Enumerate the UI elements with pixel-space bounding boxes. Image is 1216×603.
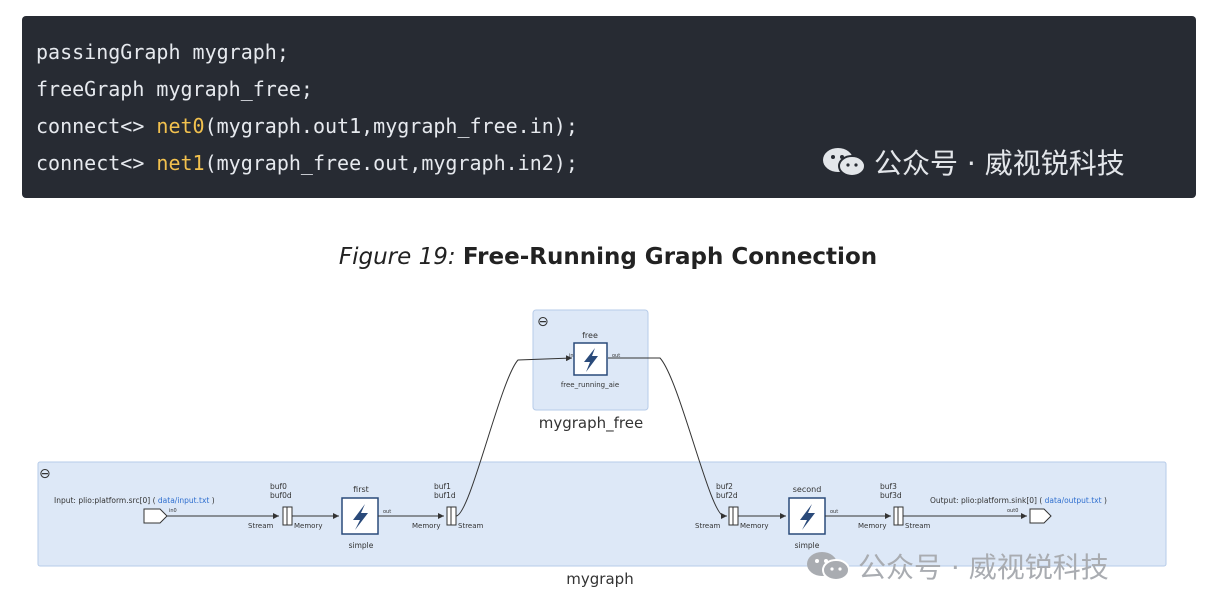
lightning-icon: [800, 504, 815, 530]
kernel-first-sub: simple: [349, 541, 374, 550]
kernel-second-title: second: [793, 485, 822, 494]
buffer-box[interactable]: [450, 506, 457, 526]
code-function: net0: [156, 114, 205, 138]
wechat-icon: [823, 148, 866, 177]
connection-net0: [455, 355, 573, 517]
input-port-label: in0: [169, 508, 177, 514]
buffer-name: buf2d: [716, 491, 738, 500]
code-line: connect<> net0(mygraph.out1,mygraph_free…: [36, 108, 578, 145]
stream-label: Stream: [248, 522, 274, 530]
free-kernel[interactable]: [573, 342, 608, 376]
code-line: freeGraph mygraph_free;: [36, 71, 578, 108]
code-text: freeGraph mygraph_free;: [36, 77, 313, 101]
code-text: connect<>: [36, 151, 157, 175]
code-text: (mygraph.out1,mygraph_free.in);: [204, 114, 578, 138]
kernel-first[interactable]: [341, 497, 379, 535]
figure-title: Free-Running Graph Connection: [462, 244, 878, 270]
memory-label: Memory: [294, 522, 322, 530]
code-text: (mygraph_free.out,mygraph.in2);: [204, 151, 578, 175]
buffer-name: buf3d: [880, 491, 902, 500]
out-port-label: out: [830, 509, 838, 515]
buffer-box[interactable]: [286, 506, 293, 526]
output-port-label: out0: [1007, 508, 1018, 514]
kernel-first-title: first: [353, 485, 369, 494]
output-port-shape[interactable]: [1029, 508, 1052, 524]
collapse-icon[interactable]: ⊖: [39, 466, 51, 482]
free-out-port: out: [612, 353, 620, 359]
buffer-name: buf0: [270, 482, 287, 491]
lightning-icon: [353, 504, 368, 530]
connection-net1: [608, 357, 727, 519]
buffer-name: buf3: [880, 482, 897, 491]
memory-label: Memory: [412, 522, 440, 530]
free-kernel-sub: free_running_aie: [561, 381, 619, 389]
buffer-box[interactable]: [732, 506, 739, 526]
code-function: net1: [156, 151, 205, 175]
memory-label: Memory: [740, 522, 768, 530]
free-kernel-title: free: [582, 331, 598, 340]
stream-label: Stream: [458, 522, 484, 530]
main-graph-box[interactable]: [37, 461, 1167, 567]
watermark: 公众号 · 威视锐科技: [804, 546, 1109, 586]
code-line: connect<> net1(mygraph_free.out,mygraph.…: [36, 145, 578, 182]
code-lines: passingGraph mygraph; freeGraph mygraph_…: [36, 34, 578, 182]
buffer-name: buf1d: [434, 491, 456, 500]
kernel-second[interactable]: [788, 497, 826, 535]
out-port-label: out: [383, 509, 391, 515]
buffer-name: buf0d: [270, 491, 292, 500]
wechat-icon: [807, 552, 850, 581]
stream-label: Stream: [905, 522, 931, 530]
code-text: connect<>: [36, 114, 157, 138]
stream-label: Stream: [695, 522, 721, 530]
output-label: Output: plio:platform.sink[0] ( data/out…: [930, 496, 1107, 505]
buffer-box[interactable]: [897, 506, 904, 526]
figure-number: Figure 19:: [338, 244, 456, 270]
kernel-second-sub: simple: [795, 541, 820, 550]
watermark: 公众号 · 威视锐科技: [820, 142, 1125, 182]
figure-caption: Figure 19: Free-Running Graph Connection: [0, 244, 1216, 270]
code-text: passingGraph mygraph;: [36, 40, 289, 64]
free-graph-name: mygraph_free: [539, 414, 643, 433]
code-line: passingGraph mygraph;: [36, 34, 578, 71]
watermark-text: 公众号 · 威视锐科技: [858, 551, 1109, 584]
buffer-name: buf1: [434, 482, 451, 491]
input-port-shape[interactable]: [143, 508, 168, 524]
input-label: Input: plio:platform.src[0] ( data/input…: [54, 496, 215, 505]
watermark-text: 公众号 · 威视锐科技: [874, 147, 1125, 180]
lightning-icon: [584, 348, 598, 372]
memory-label: Memory: [858, 522, 886, 530]
main-graph-name: mygraph: [566, 570, 633, 588]
collapse-icon[interactable]: ⊖: [537, 314, 549, 330]
buffer-name: buf2: [716, 482, 733, 491]
code-block: passingGraph mygraph; freeGraph mygraph_…: [22, 16, 1196, 198]
